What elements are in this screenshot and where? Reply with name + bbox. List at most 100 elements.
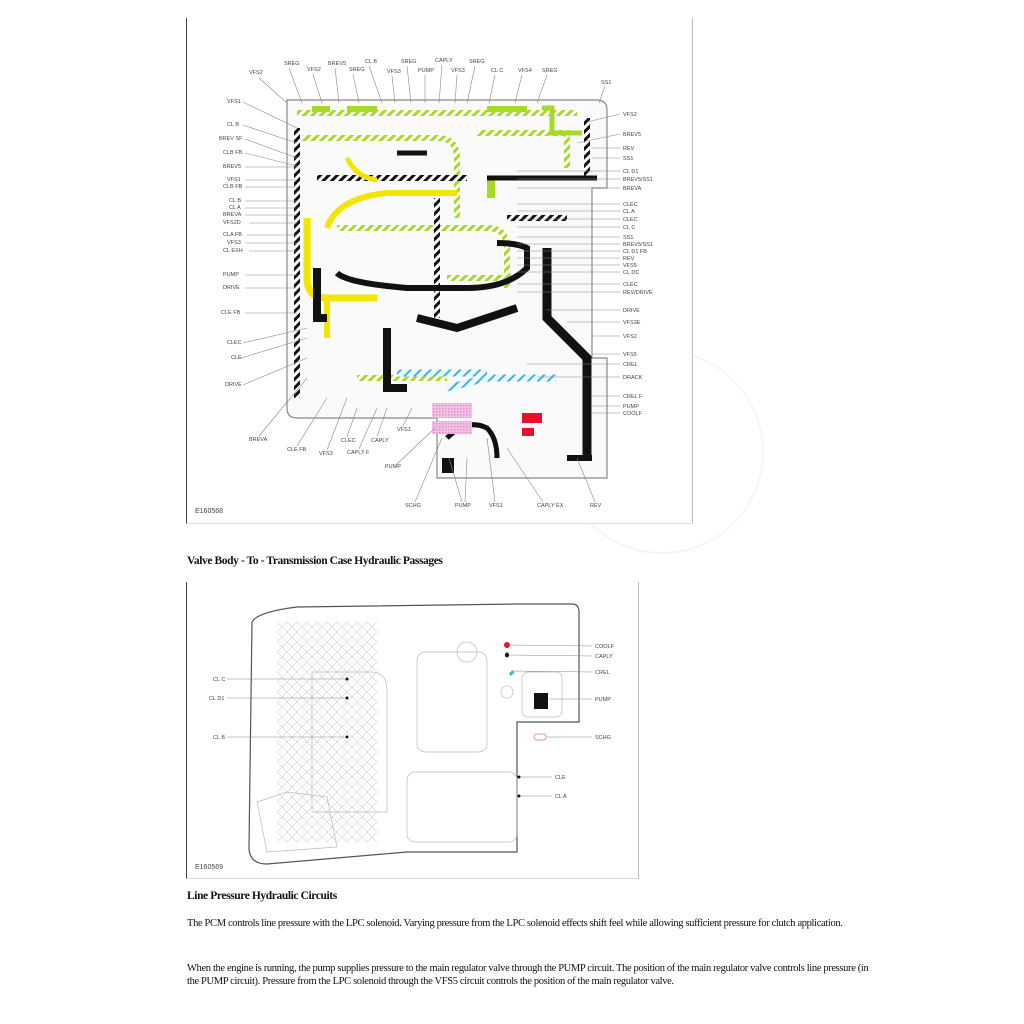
label: VFS5: [623, 263, 637, 269]
label: DRIVE: [223, 285, 240, 291]
label: REV: [623, 256, 635, 262]
label: VFS2D: [223, 220, 241, 226]
label: CLB FB: [223, 150, 243, 156]
label-brev5: BREV5: [328, 61, 346, 67]
label: VFS1: [227, 99, 241, 105]
label: CLEC: [341, 438, 356, 444]
label: CLB FB: [223, 184, 243, 190]
label: COOLF: [595, 644, 615, 650]
paragraph-lpc-solenoid: The PCM controls line pressure with the …: [187, 918, 843, 929]
label: BREV5: [223, 164, 241, 170]
label: CLE: [231, 355, 242, 361]
label: CLA FB: [223, 232, 242, 238]
label: BREVA: [223, 212, 242, 218]
label: BREV5: [623, 132, 641, 138]
label: CAPLY: [371, 438, 389, 444]
label: BREVA: [249, 437, 268, 443]
label: CL A: [623, 209, 635, 215]
label: VFS1: [489, 503, 503, 509]
label: REV: [623, 146, 635, 152]
label: VFS2: [623, 112, 637, 118]
label-vfs2: VFS2: [249, 70, 263, 76]
label: PUMP: [223, 272, 239, 278]
figure-id: E160568: [195, 508, 224, 515]
label: PUMP: [595, 697, 611, 703]
label: VFS3: [319, 451, 333, 457]
label-sreg-c: SREG: [401, 59, 417, 65]
label: REV: [590, 503, 602, 509]
label: CLE FB: [287, 447, 307, 453]
label-sreg-e: SREG: [542, 68, 558, 74]
label-sreg-b: SREG: [349, 67, 365, 73]
label: BREV5/SS1: [623, 242, 653, 248]
label: BREV5/SS1: [623, 177, 653, 183]
label: CL B: [229, 198, 241, 204]
label: CL A: [555, 794, 567, 800]
label: CL D1 FB: [623, 249, 647, 255]
label: VFS1: [227, 177, 241, 183]
label-pump: PUMP: [418, 68, 434, 74]
label: CL A: [229, 205, 241, 211]
label-sreg-d: SREG: [469, 59, 485, 65]
label: VFS2: [623, 334, 637, 340]
section-title-valve-body: Valve Body - To - Transmission Case Hydr…: [187, 555, 443, 567]
label: CREL: [623, 362, 638, 368]
label: CLEC: [623, 202, 638, 208]
bottom-labels: BREVA CLE FB VFS3 CLEC CAPLY F CAPLY VFS…: [249, 427, 602, 509]
label: CL C: [623, 225, 635, 231]
label: CLEC: [227, 340, 242, 346]
label: CL B: [213, 735, 225, 741]
label-caply: CAPLY: [435, 58, 453, 64]
label: CAPLY EX: [537, 503, 564, 509]
valve-body-case-passages-diagram: CL C CL D1 CL B COOLF CAPLY CREL PUMP SC…: [186, 582, 639, 879]
label: CL C: [213, 677, 225, 683]
label-clc: CL C: [491, 68, 503, 74]
label: CAPLY: [595, 654, 613, 660]
label: CAPLY F: [347, 450, 370, 456]
label-ss1: SS1: [601, 80, 611, 86]
label: SCHG: [405, 503, 421, 509]
label: CL DC: [623, 270, 639, 276]
label: CL D1: [623, 169, 638, 175]
label: DRACK: [623, 375, 643, 381]
label: PUMP: [385, 464, 401, 470]
label: VFS1: [397, 427, 411, 433]
label: VFS3: [227, 240, 241, 246]
label-vfs3: VFS3: [387, 69, 401, 75]
label-sreg: SREG: [284, 61, 300, 67]
section-title-line-pressure: Line Pressure Hydraulic Circuits: [187, 890, 337, 902]
label: VFS3E: [623, 320, 641, 326]
label-clb: CL B: [365, 59, 377, 65]
figure-id: E160569: [195, 864, 224, 871]
diagram-graphic: CL C CL D1 CL B COOLF CAPLY CREL PUMP SC…: [209, 603, 615, 865]
label: SS1: [623, 235, 633, 241]
paragraph-pump-circuit: When the engine is running, the pump sup…: [187, 963, 869, 987]
label: DRIVE: [623, 308, 640, 314]
label: COOLF: [623, 411, 643, 417]
label: SCHG: [595, 735, 611, 741]
label: BREVA: [623, 186, 642, 192]
label-vfs4: VFS4: [518, 68, 532, 74]
label-vfs2-b: VFS2: [307, 67, 321, 73]
label: CL B: [227, 122, 239, 128]
label: CLE FB: [221, 310, 241, 316]
label: CREL: [595, 670, 610, 676]
valve-body-hydraulic-diagram: VFS2 SREG VFS2 BREV5 SREG CL B VFS3 SREG…: [186, 18, 693, 524]
label: CL D1: [209, 696, 224, 702]
label: VFS5: [623, 352, 637, 358]
left-labels: VFS1 CL B BREV SF CLB FB BREV5 VFS1 CLB …: [219, 99, 243, 388]
label: PUMP: [623, 404, 639, 410]
label: CLEC: [623, 217, 638, 223]
label: DRIVE: [225, 382, 242, 388]
label: REV/DRIVE: [623, 290, 653, 296]
label: PUMP: [455, 503, 471, 509]
label: SS1: [623, 156, 633, 162]
label: CLEC: [623, 282, 638, 288]
right-labels: VFS2 BREV5 REV SS1 CL D1 BREV5/SS1 BREVA…: [623, 112, 653, 417]
label-vfs3-b: VFS3: [451, 68, 465, 74]
label: BREV SF: [219, 136, 243, 142]
label: CL EXH: [223, 248, 243, 254]
label: CLE: [555, 775, 566, 781]
label: CREL F: [623, 394, 643, 400]
diagram-graphic: VFS2 SREG VFS2 BREV5 SREG CL B VFS3 SREG…: [219, 58, 653, 509]
